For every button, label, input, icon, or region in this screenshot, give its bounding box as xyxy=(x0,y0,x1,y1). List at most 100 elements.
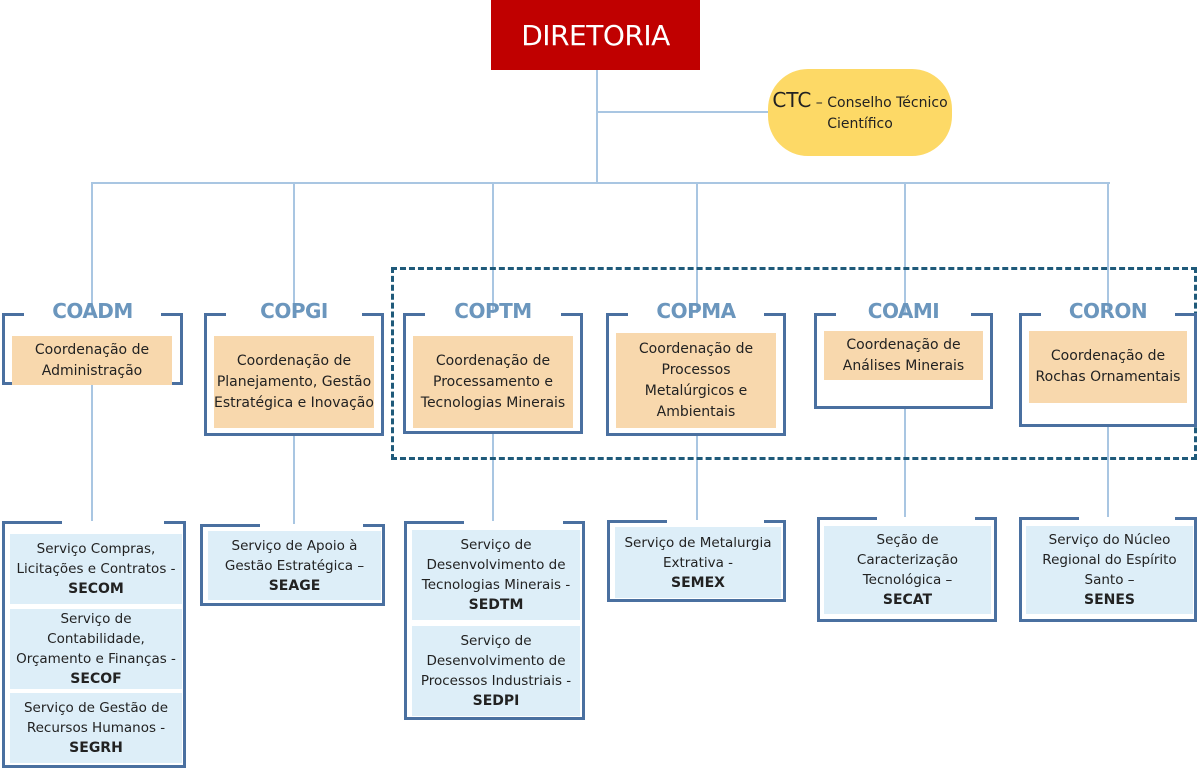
bracket-corner xyxy=(607,520,667,523)
service-box-segrh: Serviço de Gestão de Recursos Humanos - S… xyxy=(10,693,182,763)
coordination-name-box: Coordenação de Rochas Ornamentais xyxy=(1029,331,1187,403)
bracket-corner xyxy=(764,520,786,523)
bracket-corner xyxy=(2,521,62,524)
coordination-coptm: COPTM xyxy=(403,299,583,434)
service-code: SEDPI xyxy=(472,693,520,709)
coordination-name-box: Coordenação de Processamento e Tecnologi… xyxy=(413,336,573,428)
coordination-code: COPTM xyxy=(454,299,532,323)
service-box-seage: Serviço de Apoio à Gestão Estratégica – S… xyxy=(208,531,381,600)
service-name: Serviço de Metalurgia Extrativa - xyxy=(624,534,772,571)
coordination-copgi: COPGI xyxy=(204,299,384,436)
service-code: SECAT xyxy=(882,592,933,608)
coordination-name: Coordenação de Administração xyxy=(34,341,150,379)
service-box-secat: Seção de Caracterização Tecnológica – SEC… xyxy=(824,526,991,614)
service-name: Serviço de Desenvolvimento de Tecnologia… xyxy=(421,537,571,593)
connector-copgi-services xyxy=(293,436,295,524)
coordination-name-box: Coordenação de Administração xyxy=(12,336,172,385)
bracket-corner xyxy=(362,313,384,316)
coordination-code: CORON xyxy=(1068,299,1148,323)
service-name: Serviço de Contabilidade, Orçamento e Fi… xyxy=(16,611,176,667)
connector-copma-services xyxy=(696,436,698,520)
connector-copgi xyxy=(293,183,295,313)
service-name: Serviço de Desenvolvimento de Processos … xyxy=(420,633,572,689)
bracket-corner xyxy=(403,313,425,316)
coordination-name: Coordenação de Processamento e Tecnologi… xyxy=(420,352,566,411)
coordination-code: COAMI xyxy=(867,299,940,323)
coordination-coron: CORON xyxy=(1019,299,1197,427)
bracket-corner xyxy=(606,313,628,316)
ctc-name: – Conselho Técnico Científico xyxy=(815,95,948,132)
connector-ctc xyxy=(597,111,769,113)
service-box-sedpi: Serviço de Desenvolvimento de Processos … xyxy=(412,626,580,716)
bracket-corner xyxy=(1019,313,1041,316)
bracket-corner xyxy=(971,313,993,316)
bracket-corner xyxy=(561,313,583,316)
bracket-corner xyxy=(2,313,24,316)
service-box-sedtm: Serviço de Desenvolvimento de Tecnologia… xyxy=(412,530,580,620)
services-coron xyxy=(1019,517,1197,622)
service-name: Serviço de Apoio à Gestão Estratégica – xyxy=(224,537,365,574)
bracket-corner xyxy=(200,524,260,527)
service-name: Serviço do Núcleo Regional do Espírito S… xyxy=(1042,532,1177,588)
bracket-corner xyxy=(164,521,186,524)
connector-diretoria-trunk xyxy=(596,70,598,184)
bracket-corner xyxy=(1175,313,1197,316)
coordination-name-box: Coordenação de Processos Metalúrgicos e … xyxy=(616,333,776,428)
coordination-code: COPGI xyxy=(260,299,328,323)
service-code: SENES xyxy=(1083,592,1135,608)
bracket-corner xyxy=(814,313,836,316)
service-box-secom: Serviço Compras, Licitações e Contratos … xyxy=(10,534,182,604)
coordination-code: COADM xyxy=(52,299,133,323)
coordination-name: Coordenação de Rochas Ornamentais xyxy=(1035,348,1181,385)
service-name: Serviço de Gestão de Recursos Humanos - xyxy=(23,700,169,736)
service-name: Seção de Caracterização Tecnológica – xyxy=(856,532,959,588)
coordination-copma: COPMA xyxy=(606,299,786,436)
connector-coptm xyxy=(492,183,494,313)
bracket-corner xyxy=(563,521,585,524)
connector-coami-services xyxy=(904,409,906,517)
ctc-box: CTC – Conselho Técnico Científico xyxy=(768,69,952,156)
service-code: SECOM xyxy=(68,581,124,597)
bracket-corner xyxy=(204,313,226,316)
services-coptm xyxy=(404,521,585,720)
coordination-name: Coordenação de Processos Metalúrgicos e … xyxy=(638,340,754,420)
bracket-corner xyxy=(404,521,464,524)
coordination-code: COPMA xyxy=(656,299,736,323)
connector-coron-services xyxy=(1107,427,1109,517)
service-code: SEAGE xyxy=(268,577,321,594)
services-copma xyxy=(607,520,786,602)
service-box-secof: Serviço de Contabilidade, Orçamento e Fi… xyxy=(10,609,182,689)
service-code: SECOF xyxy=(70,671,122,687)
service-code: SEDTM xyxy=(468,597,524,613)
coordination-name-box: Coordenação de Análises Minerais xyxy=(824,331,983,380)
connector-coadm-services xyxy=(91,385,93,521)
coordination-name: Coordenação de Análises Minerais xyxy=(842,336,965,374)
coordination-name: Coordenação de Planejamento, Gestão Estr… xyxy=(214,352,374,411)
connector-horizontal-bus xyxy=(91,182,1110,184)
services-coami xyxy=(817,517,997,622)
service-name: Serviço Compras, Licitações e Contratos … xyxy=(16,541,176,577)
bracket-corner xyxy=(363,524,385,527)
bracket-corner xyxy=(817,517,877,520)
diretoria-label: DIRETORIA xyxy=(521,18,670,52)
ctc-abbr: CTC xyxy=(772,88,812,112)
bracket-corner xyxy=(975,517,997,520)
bracket-corner xyxy=(764,313,786,316)
bracket-corner xyxy=(161,313,183,316)
coordination-coami: COAMI xyxy=(814,299,993,409)
services-coadm xyxy=(2,521,186,768)
service-code: SEMEX xyxy=(671,574,725,591)
service-box-senes: Serviço do Núcleo Regional do Espírito S… xyxy=(1026,526,1193,614)
connector-coron xyxy=(1107,183,1109,313)
service-code: SEGRH xyxy=(69,740,123,756)
service-box-semex: Serviço de Metalurgia Extrativa - SEMEX xyxy=(615,527,781,598)
services-copgi xyxy=(200,524,385,606)
coordination-name-box: Coordenação de Planejamento, Gestão Estr… xyxy=(214,336,374,428)
bracket-corner xyxy=(1175,517,1197,520)
diretoria-box: DIRETORIA xyxy=(491,0,700,70)
connector-coptm-services xyxy=(492,434,494,521)
connector-coami xyxy=(904,183,906,313)
connector-copma xyxy=(696,183,698,313)
bracket-corner xyxy=(1019,517,1079,520)
connector-coadm xyxy=(91,183,93,313)
